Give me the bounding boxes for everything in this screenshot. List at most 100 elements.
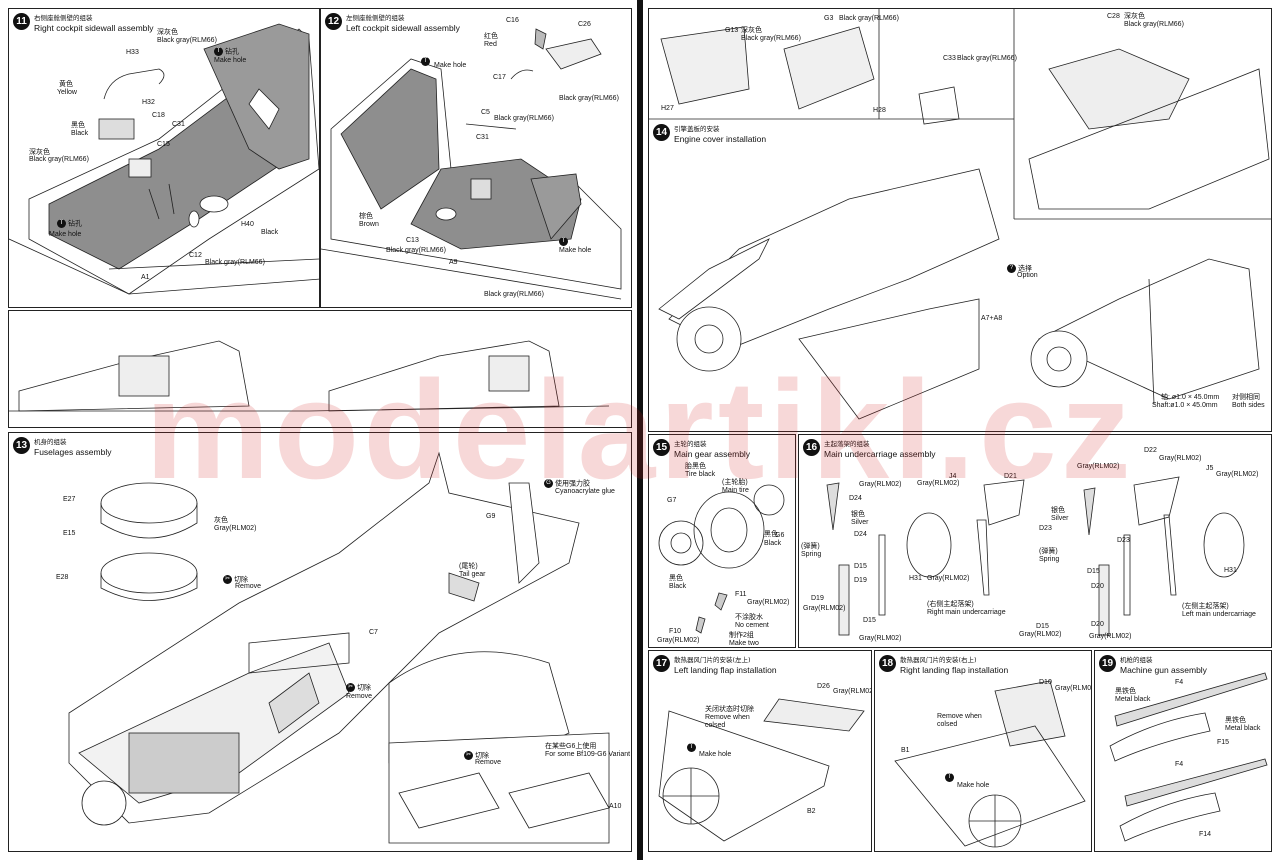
part-label: C33 [943,55,956,62]
part-label: F10 [669,628,682,635]
step-title-zh: 散热器风门片的安装(左上) [674,656,751,664]
part-name-label: Right main undercarriage [927,609,1006,616]
cut-icon: ✂ [464,751,473,760]
part-name-label: Spring [1039,556,1060,563]
color-label: Black [764,540,782,547]
step-15-header: 15 主轮的组装 Main gear assembly [653,439,750,459]
color-label: Gray(RLM02) [1159,455,1202,462]
part-label: D15 [863,617,876,624]
instruction-label: Remove when colsed [705,714,750,729]
color-label: 深灰色 [741,27,762,34]
part-label: C7 [369,629,378,636]
instruction-label: Make hole [214,57,247,64]
step-number: 11 [13,13,30,30]
note-label: 在某些G6上使用 [545,743,597,750]
cut-icon: ✂ [223,575,232,584]
part-label: B2 [807,808,816,815]
part-label: F4 [1175,679,1184,686]
instruction-label: T [559,237,570,246]
step-title-zh: 右侧座舱侧壁的组装 [34,14,93,22]
part-label: A9 [449,259,458,266]
page-fold [637,0,643,860]
step-16-panel: 16 主起落架的组装 Main undercarriage assembly D… [798,434,1272,648]
color-label: 黑色 [71,122,85,129]
part-label: C5 [481,109,490,116]
instruction-label: Make two [729,640,759,647]
step-number: 15 [653,439,670,456]
step-14-panel: G13 深灰色 Black gray(RLM66) G3 Black gray(… [648,8,1272,432]
part-label: A7+A8 [981,315,1003,322]
color-label: Black gray(RLM66) [741,35,801,42]
color-label: Gray(RLM02) [1019,631,1062,638]
color-label: Brown [359,221,379,228]
part-label: D26 [817,683,830,690]
color-label: Black gray(RLM66) [494,115,554,122]
part-label: H40 [241,221,254,228]
label-zh: (弹簧) [1039,548,1058,555]
part-label: H27 [661,105,674,112]
part-label: B1 [901,747,910,754]
step-number: 12 [325,13,342,30]
instruction-zh: 使用强力胶 [555,480,590,488]
step-17-panel: 17 散热器风门片的安装(左上) Left landing flap insta… [648,650,872,852]
part-label: C16 [506,17,519,24]
color-label: Tire black [685,471,716,478]
part-label: D24 [854,531,867,538]
drill-icon: T [421,57,430,66]
color-label: Black [669,583,687,590]
color-label: Silver [851,519,869,526]
instruction-label: Make hole [957,782,990,789]
step-11-header: 11 右侧座舱侧壁的组装 Right cockpit sidewall asse… [13,13,154,33]
step-15-panel: 15 主轮的组装 Main gear assembly 胎黑色 Tire bla… [648,434,796,648]
color-label: 黄色 [59,81,73,88]
glue-icon: G [544,479,553,488]
instruction-label: Remove [346,693,373,700]
option-icon: ? [1007,264,1016,273]
color-label: 黑色 [764,531,778,538]
instruction-label: ?选择 [1007,264,1032,273]
color-label: 银色 [1051,507,1065,514]
instruction-zh: 切除 [234,576,248,584]
color-label: Gray(RLM02) [859,635,902,642]
step-title-en: Engine cover installation [674,134,767,144]
part-label: E27 [63,496,76,503]
color-label: Gray(RLM02) [747,599,790,606]
color-label: Black gray(RLM66) [839,15,899,22]
color-label: Metal black [1225,725,1261,732]
instruction-label: Make hole [699,751,732,758]
part-label: A10 [609,803,622,810]
part-label: C18 [152,112,165,119]
color-label: Black gray(RLM66) [957,55,1017,62]
part-label: C31 [172,121,185,128]
color-label: Gray(RLM02) [1077,463,1120,470]
right-flap-illustration [894,680,1086,848]
part-label: C28 [1107,13,1120,20]
part-label: D24 [849,495,862,502]
part-label: D15 [1036,623,1049,630]
part-label: D21 [1004,473,1017,480]
cockpit-detail-strip [8,310,632,428]
step-19-header: 19 机枪的组装 Machine gun assembly [1099,655,1207,675]
color-label: Gray(RLM02) [917,480,960,487]
part-label: D22 [1144,447,1157,454]
note-label: Shaft:ø1.0 × 45.0mm [1152,402,1218,409]
part-label: H31 [909,575,922,582]
color-label: Gray(RLM02) [1055,685,1092,692]
part-label: F4 [1175,761,1184,768]
part-label: J5 [1206,465,1214,472]
instruction-label: Make hole [434,62,467,69]
color-label: Black gray(RLM66) [29,156,89,163]
color-label: 棕色 [359,213,373,220]
instruction-label: ✂切除 [223,575,248,584]
step-number: 17 [653,655,670,672]
step-number: 18 [879,655,896,672]
color-label: Yellow [57,89,77,96]
part-name-label: Left main undercarriage [1182,611,1256,618]
step-12-panel: 12 左侧座舱侧壁的组装 Left cockpit sidewall assem… [320,8,632,308]
instruction-label: Make hole [559,247,592,254]
part-label: C17 [493,74,506,81]
step-16-header: 16 主起落架的组装 Main undercarriage assembly [803,439,936,459]
instruction-zh: 切除 [475,752,489,760]
instruction-label: Make hole [49,231,82,238]
